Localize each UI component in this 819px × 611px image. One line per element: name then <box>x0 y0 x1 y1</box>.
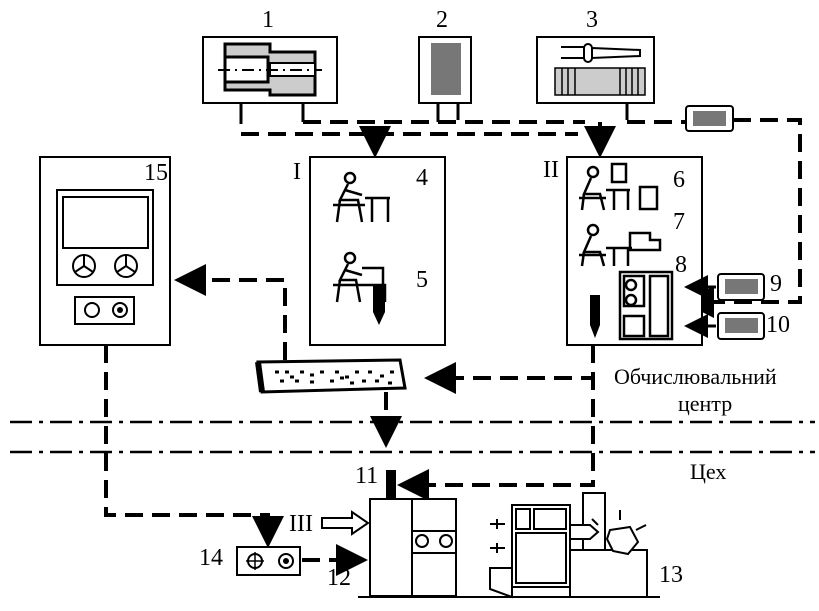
flow-line-to-8 <box>627 118 802 302</box>
flow-tape-to-15 <box>174 264 287 360</box>
zone-workshop: Цех <box>690 459 727 484</box>
punched-tape <box>255 358 407 394</box>
flow-II-to-11 <box>397 345 595 501</box>
label-3: 3 <box>586 7 598 33</box>
label-II: II <box>543 157 559 183</box>
label-10: 10 <box>766 312 790 338</box>
input-arrow-III <box>321 510 370 536</box>
label-12: 12 <box>327 565 351 591</box>
label-8: 8 <box>675 252 687 278</box>
label-1: 1 <box>262 7 274 33</box>
label-4: 4 <box>416 165 428 191</box>
label-2: 2 <box>436 7 448 33</box>
flow-15-to-14 <box>104 345 284 548</box>
label-5: 5 <box>416 267 428 293</box>
label-13: 13 <box>659 562 683 588</box>
control-panel-14 <box>236 546 301 576</box>
machine-tool-13 <box>358 492 660 599</box>
terminal-9 <box>717 273 765 301</box>
document-box <box>418 36 472 122</box>
terminal-10 <box>717 312 765 340</box>
label-14: 14 <box>199 545 223 571</box>
cnc-controller-12 <box>369 470 457 597</box>
flow-II-to-tape <box>424 345 595 394</box>
label-III: III <box>289 511 313 537</box>
tool-drawing-box <box>536 36 655 120</box>
label-15: 15 <box>144 160 168 186</box>
zone-computing-center-line1: Обчислювальний <box>614 364 777 389</box>
label-7: 7 <box>673 209 685 235</box>
label-6: 6 <box>673 167 685 193</box>
computing-office-box <box>566 156 703 346</box>
label-9: 9 <box>770 271 782 297</box>
label-11: 11 <box>355 463 379 489</box>
design-office-box <box>309 156 446 346</box>
terminal-display <box>685 105 734 132</box>
part-drawing-box <box>202 36 338 124</box>
label-I: I <box>293 159 301 185</box>
nc-program-system-box <box>39 156 171 346</box>
zone-computing-center-line2: центр <box>678 391 733 416</box>
